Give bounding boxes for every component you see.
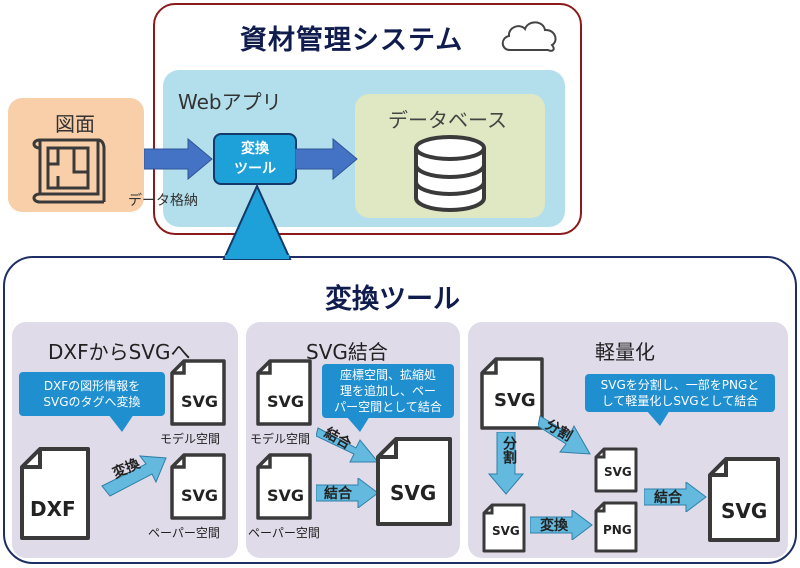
blueprint-icon <box>32 138 106 204</box>
svg-part-label-bottom: SVG <box>492 524 520 538</box>
tool-label-line2: ツール <box>234 161 276 177</box>
section2-callout-line3: パー空間として結合 <box>334 400 442 414</box>
section3-callout-tail <box>646 410 670 426</box>
section3-split-down-label: 分割 <box>501 436 517 464</box>
svg-model-label-2: SVG <box>267 392 305 411</box>
section2-callout-line1: 座標空間、拡縮処 <box>339 368 436 382</box>
section2-title: SVG結合 <box>306 340 388 364</box>
tool-panel-title: 変換ツール <box>325 284 460 315</box>
section3-combine-label: 結合 <box>654 490 682 506</box>
section2-callout-line2: 理を追加し、ペー <box>339 384 436 398</box>
svg-part-label-top: SVG <box>604 465 632 479</box>
svg-combined-label: SVG <box>390 481 437 505</box>
svg-part-file-icon-top <box>594 447 638 493</box>
svg-paper-label-2: SVG <box>267 486 305 505</box>
section3-split-down-arrow <box>488 432 524 495</box>
section3-split-diag-arrow <box>538 415 591 455</box>
section3-convert-arrow <box>530 510 593 540</box>
section1-callout-line1: DXFの図形情報を <box>43 379 141 393</box>
svg-lightweight-file-icon <box>708 457 780 542</box>
svg-paper-caption-2: ペーパー空間 <box>248 526 320 540</box>
section2-callout: 座標空間、拡縮処 理を追加し、ペー パー空間として結合 <box>322 364 454 418</box>
section3-callout-line1: SVGを分割し、一部をPNGと <box>600 378 760 392</box>
database-icon <box>414 135 486 212</box>
system-title: 資材管理システム <box>240 25 464 56</box>
arrow-tool-to-database <box>295 137 358 181</box>
svg-source-file-icon <box>480 357 544 430</box>
section3-convert-label: 変換 <box>540 518 568 534</box>
svg-combined-file-icon <box>376 437 452 526</box>
dxf-file-icon <box>20 447 90 540</box>
arrow-drawing-to-tool <box>144 137 213 181</box>
svg-model-file-icon-1 <box>170 359 226 426</box>
svg-model-caption-2: モデル空間 <box>250 432 311 446</box>
section2-callout-tail <box>346 416 370 432</box>
drawing-label: 図面 <box>55 112 95 136</box>
svg-model-label-1: SVG <box>181 392 219 411</box>
dxf-file-label: DXF <box>30 497 76 521</box>
svg-paper-label-1: SVG <box>181 486 219 505</box>
webapp-label: Webアプリ <box>178 90 282 114</box>
section1-convert-arrow <box>101 455 167 497</box>
section2-combine-arrow-1 <box>316 427 380 463</box>
section3-combine-arrow <box>644 482 707 512</box>
section1-title: DXFからSVGへ <box>48 340 191 364</box>
tool-label-line1: 変換 <box>241 141 269 157</box>
section3-callout: SVGを分割し、一部をPNGと して軽量化しSVGとして結合 <box>585 374 775 412</box>
section2-arrow-label-2: 結合 <box>324 486 352 502</box>
svg-paper-file-icon-1 <box>170 453 226 520</box>
store-label: データ格納 <box>128 193 198 209</box>
cloud-icon <box>501 21 557 52</box>
section3-callout-line2: して軽量化しSVGとして結合 <box>601 394 759 408</box>
svg-part-file-icon-bottom <box>482 503 526 553</box>
svg-paper-caption-1: ペーパー空間 <box>148 526 220 540</box>
callout-triangle <box>222 184 292 260</box>
png-file-icon <box>594 501 638 553</box>
database-label: データベース <box>388 108 507 132</box>
svg-lightweight-label: SVG <box>721 499 768 523</box>
section2-combine-arrow-2 <box>316 478 379 508</box>
svg-model-caption-1: モデル空間 <box>160 432 221 446</box>
section3-title: 軽量化 <box>595 340 655 364</box>
section1-callout-line2: SVGのタグへ変換 <box>43 395 141 409</box>
svg-source-label: SVG <box>494 390 536 411</box>
section1-callout-tail <box>108 414 134 432</box>
png-file-label: PNG <box>603 523 632 537</box>
conversion-tool-box[interactable]: 変換 ツール <box>213 133 297 185</box>
svg-model-file-icon-2 <box>256 359 312 426</box>
svg-paper-file-icon-2 <box>256 453 312 520</box>
section1-callout: DXFの図形情報を SVGのタグへ変換 <box>19 372 165 416</box>
